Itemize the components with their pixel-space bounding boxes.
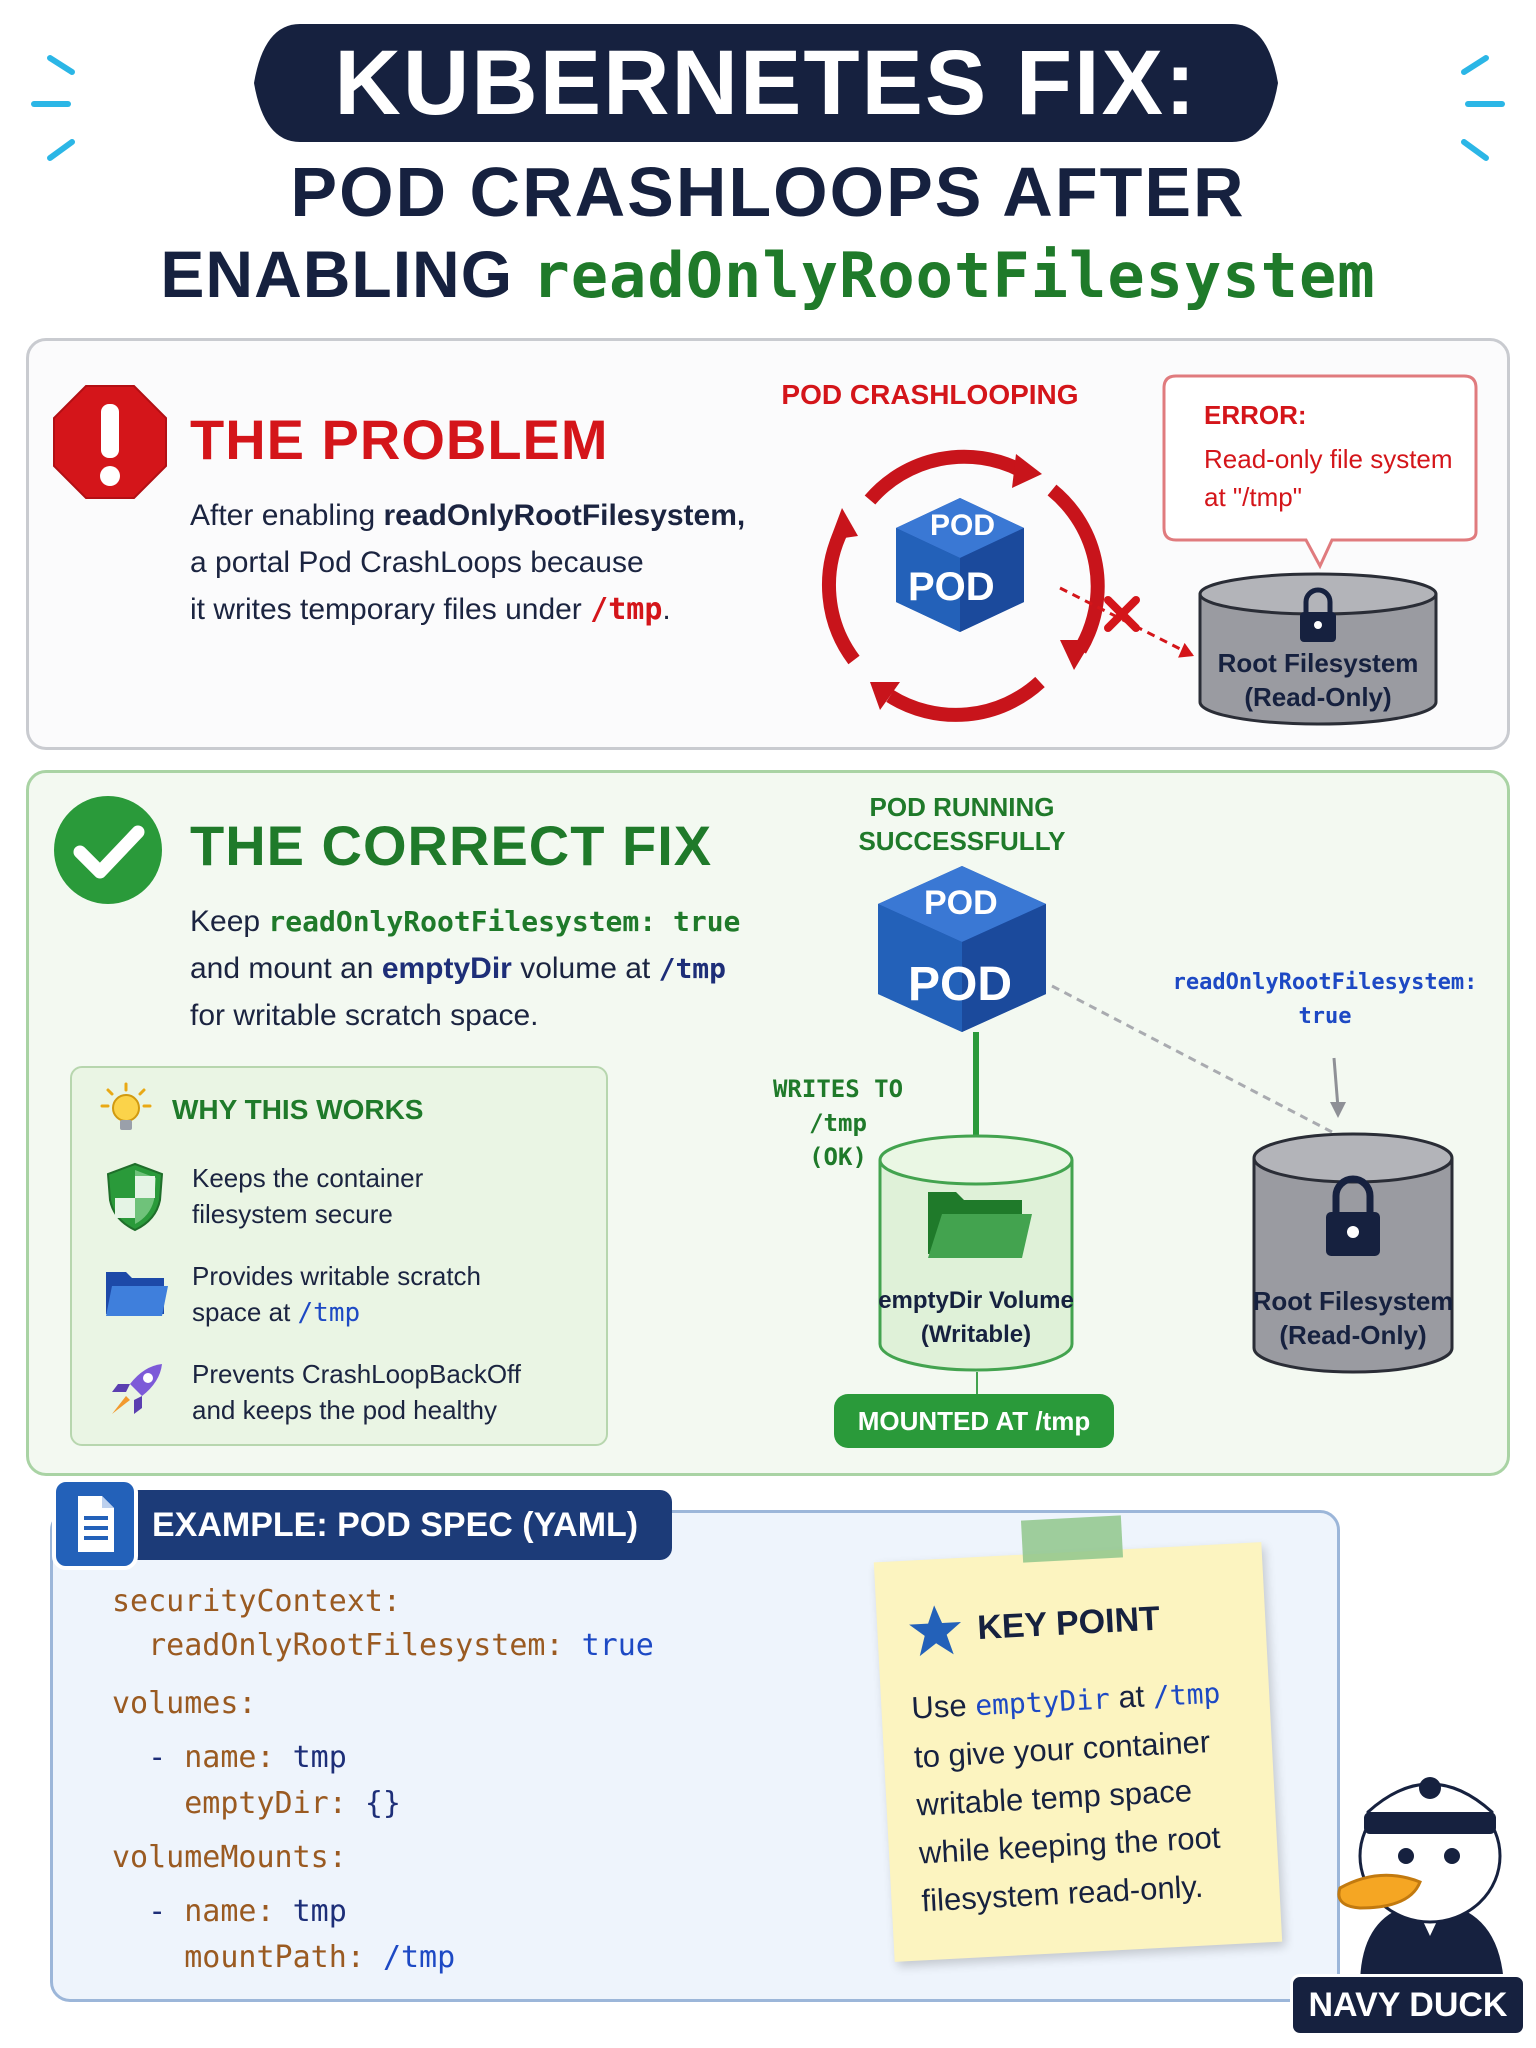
why-title: WHY THIS WORKS [172,1094,424,1125]
stop-icon [53,385,167,499]
error-message: Read-only file system at "/tmp" [1204,440,1453,516]
root-fs-cylinder-problem [1198,572,1438,726]
folder-icon [106,1272,168,1316]
error-callout [1162,374,1478,570]
yaml-code-block: securityContext: readOnlyRootFilesystem:… [112,1582,654,1978]
yaml-line: - name: tmp [148,1894,347,1929]
readonly-link [1051,984,1333,1134]
sparkle-right-icon [1461,55,1505,161]
why-item-3: Prevents CrashLoopBackOff and keeps the … [192,1359,522,1425]
pod-cube-icon [896,498,1024,632]
error-line-2: at "/tmp" [1204,482,1302,512]
key-point-title: KEY POINT [976,1599,1161,1648]
root-fs-label-problem: Root Filesystem (Read-Only) [1217,648,1419,712]
crashloop-diagram: POD POD [822,449,1195,722]
lightbulb-icon [100,1082,152,1130]
rocket-icon [112,1364,162,1414]
yaml-line: emptyDir: {} [184,1786,401,1821]
why-item-2: Provides writable scratch space at /tmp [192,1261,481,1328]
emptydir-label: emptyDir Volume (Writable) [878,1287,1074,1348]
subtitle-line-2: ENABLING readOnlyRootFilesystem [0,234,1536,316]
root-fs-cylinder-fix [1252,1132,1454,1374]
blocked-x-icon [1104,596,1140,632]
subtitle-prefix: ENABLING [160,237,514,311]
fix-line-2: and mount an emptyDir volume at /tmp [190,952,727,985]
header-decoration [31,24,1505,161]
fix-line-3: for writable scratch space. [190,999,539,1032]
yaml-line: readOnlyRootFilesystem: true [148,1628,654,1663]
sparkle-left-icon [31,55,75,161]
yaml-line: securityContext: [112,1584,401,1619]
yaml-tab [52,1490,672,1560]
pod-running-front-label: POD [908,958,1012,1011]
pod-cube-running-icon [878,866,1046,1032]
running-diagram: POD POD [878,866,1346,1176]
yaml-line: - name: tmp [148,1740,347,1775]
error-title: ERROR: [1204,400,1307,430]
document-icon [52,1478,138,1570]
mount-connector [976,1372,978,1394]
problem-line-2: a portal Pod CrashLoops because [190,546,644,579]
problem-description: After enabling readOnlyRootFilesystem, a… [190,492,810,633]
fix-title: THE CORRECT FIX [190,814,713,877]
key-point-note: KEY POINT Use emptyDir at /tmp to give y… [873,1542,1283,1962]
lock-large-icon [1326,1175,1380,1256]
tape-strip [1020,1515,1124,1563]
pod-running-label: POD RUNNING SUCCESSFULLY [858,792,1066,856]
problem-title: THE PROBLEM [190,408,609,471]
crashloop-label: POD CRASHLOOPING [781,379,1079,410]
pod-front-label: POD [908,565,995,609]
pod-top-label: POD [930,509,995,542]
emptydir-cylinder [878,1134,1074,1372]
root-fs-label-fix: Root Filesystem (Read-Only) [1252,1286,1454,1350]
readonly-true-label: readOnlyRootFilesystem: true [1172,970,1478,1029]
subtitle-line-1: POD CRASHLOOPS AFTER [290,153,1246,231]
mounted-at-badge: MOUNTED AT /tmp [834,1394,1114,1448]
page-title: KUBERNETES FIX: [334,32,1198,134]
navy-duck-badge: NAVY DUCK [1290,1974,1526,2036]
subtitle-code: readOnlyRootFilesystem [532,239,1376,312]
crashloop-cycle-icon [822,449,1105,722]
lock-icon [1300,587,1336,642]
navy-duck-mascot [1337,1777,1504,1986]
why-item-1: Keeps the container filesystem secure [192,1163,424,1229]
error-line-1: Read-only file system [1204,444,1453,474]
open-folder-icon [928,1192,1032,1258]
yaml-title: EXAMPLE: POD SPEC (YAML) [152,1506,639,1544]
problem-line-3: it writes temporary files under /tmp. [190,592,671,627]
star-icon [909,1605,962,1657]
pod-running-top-label: POD [924,884,998,922]
fix-description: Keep readOnlyRootFilesystem: true and mo… [190,898,810,1039]
key-point-body: Use emptyDir at /tmp to give your contai… [910,1676,1222,1919]
why-this-works-box [70,1066,608,1446]
yaml-line: mountPath: /tmp [184,1940,456,1975]
fix-line-1: Keep readOnlyRootFilesystem: true [190,905,741,938]
title-banner [254,24,1278,142]
problem-line-1: After enabling readOnlyRootFilesystem, [190,499,746,532]
writes-to-label: WRITES TO /tmp (OK) [772,1075,904,1171]
yaml-line: volumes: [112,1686,257,1721]
yaml-line: volumeMounts: [112,1840,347,1875]
anchor-icon [1419,1777,1441,1799]
checkmark-icon [54,796,162,904]
shield-icon [106,1162,164,1232]
